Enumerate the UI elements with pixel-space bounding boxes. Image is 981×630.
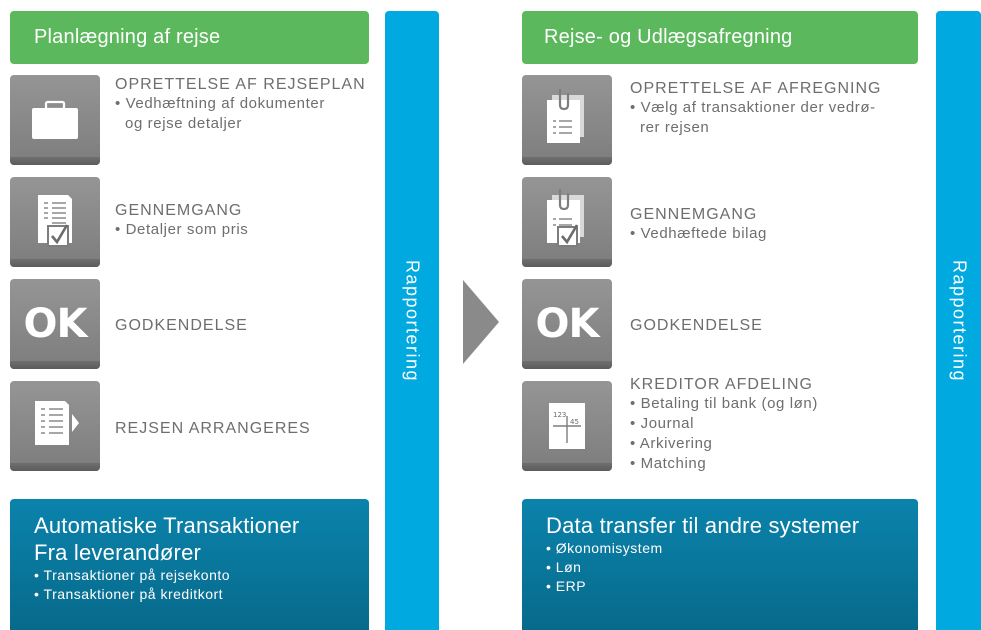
ledger-top-number: 123 xyxy=(553,411,566,419)
clipped-checklist-icon xyxy=(522,177,612,267)
step-title-review: GENNEMGANG xyxy=(630,206,758,223)
document-arrow-icon xyxy=(10,381,100,471)
checklist-document-icon xyxy=(10,177,100,267)
bottom-title: Automatiske Transaktioner xyxy=(34,513,300,538)
step-bullet: • Vedhæftede bilag xyxy=(630,225,767,242)
ledger-icon: 123 45 xyxy=(522,381,612,471)
step-title-create-settlement: OPRETTELSE AF AFREGNING xyxy=(630,80,882,97)
step-bullet: • Detaljer som pris xyxy=(115,221,249,238)
reporting-bar-right: Rapportering xyxy=(936,11,981,630)
bottom-list-item: • ERP xyxy=(546,578,587,594)
bottom-list-item: • Økonomisystem xyxy=(546,540,663,556)
step-title-arrange-travel: REJSEN ARRANGERES xyxy=(115,420,311,437)
step-title-review: GENNEMGANG xyxy=(115,202,243,219)
bottom-list-item: • Transaktioner på kreditkort xyxy=(34,586,224,602)
reporting-bar-left: Rapportering xyxy=(385,11,439,630)
planning-header: Planlægning af rejse xyxy=(10,11,369,64)
ledger-bottom-number: 45 xyxy=(570,418,579,426)
step-bullet: • Vedhæftning af dokumenter xyxy=(115,95,325,112)
ok-icon-label: OK xyxy=(535,301,600,347)
step-title-create-plan: OPRETTELSE AF REJSEPLAN xyxy=(115,76,366,93)
data-transfer-box: Data transfer til andre systemer • Økono… xyxy=(522,499,918,630)
ok-icon-label: OK xyxy=(23,301,88,347)
ok-icon: OK xyxy=(10,279,100,369)
step-bullet: • Betaling til bank (og løn) xyxy=(630,395,818,412)
bottom-list-item: • Transaktioner på rejsekonto xyxy=(34,567,231,583)
briefcase-icon xyxy=(10,75,100,165)
step-title-approval: GODKENDELSE xyxy=(115,317,248,334)
bottom-list-item: • Løn xyxy=(546,559,582,575)
step-bullet: rer rejsen xyxy=(640,119,710,136)
flow-arrow-icon xyxy=(463,280,499,364)
reporting-label: Rapportering xyxy=(402,259,423,382)
step-bullet: • Journal xyxy=(630,415,695,432)
bottom-title: Data transfer til andre systemer xyxy=(546,513,860,538)
reporting-label: Rapportering xyxy=(949,259,969,382)
settlement-header: Rejse- og Udlægsafregning xyxy=(522,11,918,64)
step-bullet: og rejse detaljer xyxy=(125,115,242,132)
step-bullet: • Vælg af transaktioner der vedrø- xyxy=(630,99,876,116)
step-title-creditor: KREDITOR AFDELING xyxy=(630,376,813,393)
automatic-transactions-box: Automatiske Transaktioner Fra leverandør… xyxy=(10,499,369,630)
step-bullet: • Arkivering xyxy=(630,435,713,452)
bottom-title: Fra leverandører xyxy=(34,540,202,565)
step-title-approval: GODKENDELSE xyxy=(630,317,763,334)
clipped-document-icon xyxy=(522,75,612,165)
ok-icon: OK xyxy=(522,279,612,369)
step-bullet: • Matching xyxy=(630,455,707,472)
